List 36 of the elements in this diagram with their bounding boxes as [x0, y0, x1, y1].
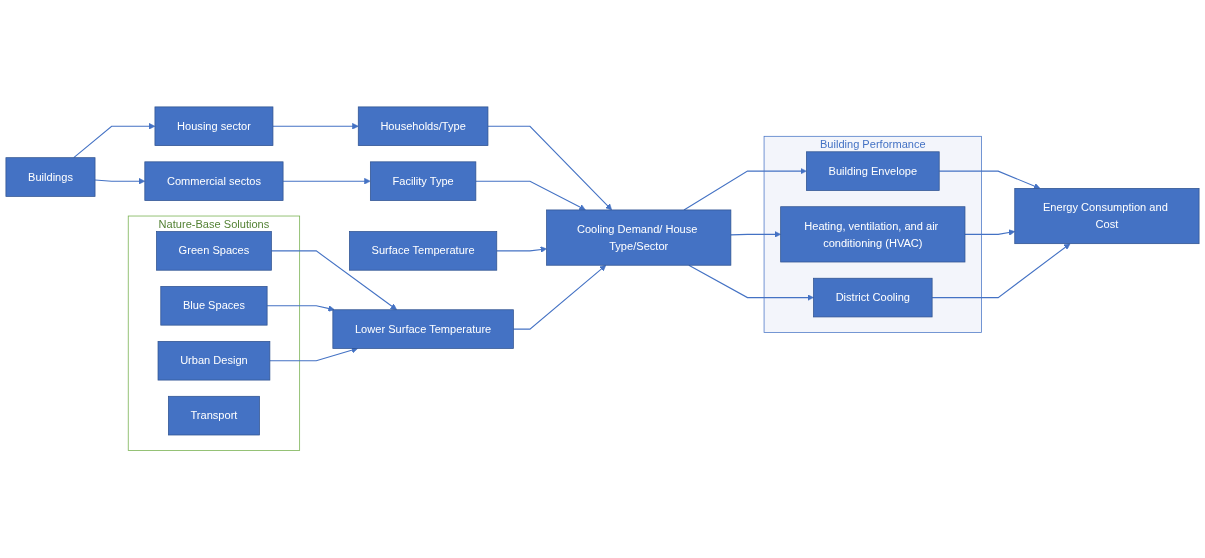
arrow	[475, 180, 586, 211]
node-box	[144, 161, 284, 202]
node-box	[332, 309, 514, 350]
node-box	[780, 206, 966, 263]
node-box	[5, 157, 96, 198]
arrow	[730, 231, 781, 238]
arrow	[94, 178, 146, 185]
node-box	[813, 278, 933, 318]
node-box	[349, 231, 498, 271]
node-box	[370, 161, 477, 202]
node-box	[806, 151, 940, 192]
node-box	[546, 209, 732, 266]
arrow	[270, 250, 397, 311]
arrow	[269, 347, 358, 362]
cluster	[763, 136, 982, 334]
arrow	[272, 123, 359, 130]
node-box	[357, 106, 489, 147]
node-box	[160, 286, 268, 326]
arrow	[931, 243, 1071, 299]
arrow	[683, 168, 807, 211]
arrow	[512, 265, 607, 330]
node-box	[168, 396, 260, 436]
arrow	[496, 246, 547, 254]
arrow	[688, 265, 814, 302]
arrow	[938, 170, 1041, 190]
node-box	[154, 106, 274, 147]
node-box	[156, 231, 272, 271]
node-box	[1014, 188, 1200, 245]
arrow	[73, 123, 156, 159]
arrow	[282, 178, 371, 185]
flowchart-diagram: Nature-Base Solutions Building Performance Buildings Housing sector Commercial sectos Households/Type Facility Type Surface Temperature Cooling Demand/ House Type/Sector Lower Surface Temperature Building Envelope Heating, ventilation, and air conditioning (HVAC) District Cooling Energy Consumption and Cost Green Spaces Blue Spaces Urban Design Transport	[0, 101, 1205, 457]
node-box	[157, 341, 271, 381]
arrow	[964, 229, 1016, 237]
cluster	[127, 215, 301, 452]
arrow	[487, 126, 612, 211]
arrow	[266, 305, 335, 312]
